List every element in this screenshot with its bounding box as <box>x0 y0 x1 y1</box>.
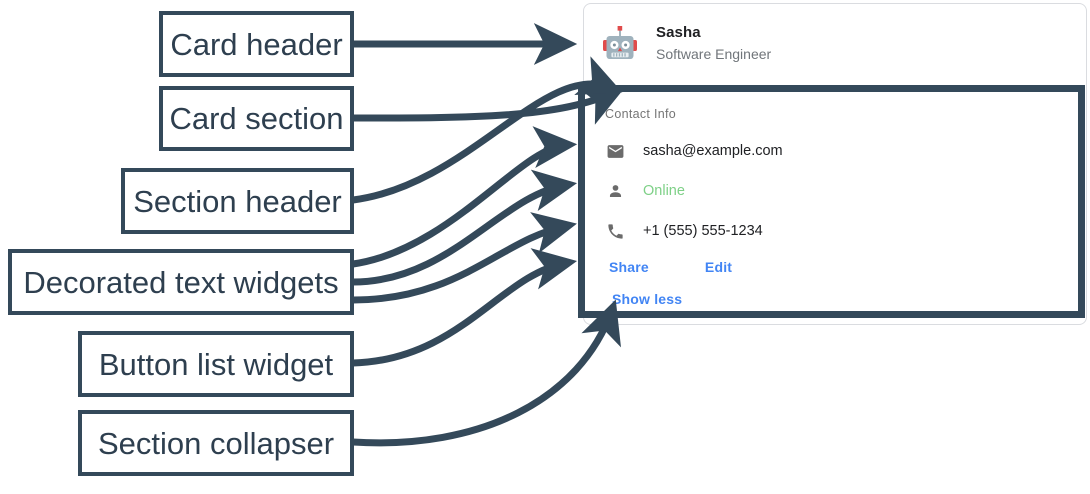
arrow-decorated-1 <box>352 126 578 268</box>
decorated-text-value: +1 (555) 555-1234 <box>643 223 763 239</box>
annotation-text: Button list widget <box>98 346 334 382</box>
annotation-text: Card section <box>169 101 344 136</box>
section-header: Contact Info <box>605 107 677 121</box>
email-icon <box>605 141 625 161</box>
decorated-text-widget-email[interactable]: sasha@example.com <box>605 137 1086 165</box>
arrow-section-collapser <box>352 299 621 447</box>
show-less-button[interactable]: Show less <box>612 291 683 307</box>
annotation-text: Section header <box>133 183 342 219</box>
share-button[interactable]: Share <box>609 259 649 275</box>
card-header-title: Sasha <box>656 24 701 41</box>
arrow-section-header <box>352 56 623 204</box>
arrow-decorated-3 <box>352 212 577 304</box>
robot-avatar-icon <box>603 26 637 59</box>
person-icon <box>605 181 625 201</box>
card-header: Sasha Software Engineer <box>584 4 1086 74</box>
arrow-card-section-straight <box>353 86 626 125</box>
phone-icon <box>605 221 625 241</box>
annotation-label-section-header: Section header <box>121 168 354 234</box>
card-header-subtitle: Software Engineer <box>656 46 772 62</box>
contact-card: Sasha Software Engineer Contact Info sas… <box>583 3 1087 325</box>
card-header-text: Sasha Software Engineer <box>656 23 771 65</box>
annotation-text: Card header <box>170 26 343 62</box>
arrow-button-list <box>352 248 578 367</box>
annotation-label-card-header: Card header <box>159 11 354 77</box>
annotation-label-card-section: Card section <box>159 86 354 151</box>
annotation-text: Section collapser <box>97 425 335 461</box>
edit-button[interactable]: Edit <box>704 259 733 275</box>
decorated-text-widget-status[interactable]: Online <box>605 177 1086 205</box>
annotation-label-section-collapser: Section collapser <box>78 410 354 476</box>
annotation-label-button-list-widget: Button list widget <box>78 331 354 397</box>
button-list-widget: Share Edit <box>609 257 1086 277</box>
decorated-text-widget-phone[interactable]: +1 (555) 555-1234 <box>605 217 1086 245</box>
decorated-text-value: sasha@example.com <box>643 143 783 159</box>
arrow-decorated-2 <box>352 169 578 286</box>
annotation-label-decorated-text-widgets: Decorated text widgets <box>8 249 354 315</box>
annotation-text: Decorated text widgets <box>23 264 339 300</box>
decorated-text-value: Online <box>643 183 685 199</box>
section-collapser: Show less <box>612 289 1086 309</box>
card-section: Contact Info sasha@example.com <box>584 86 1086 309</box>
